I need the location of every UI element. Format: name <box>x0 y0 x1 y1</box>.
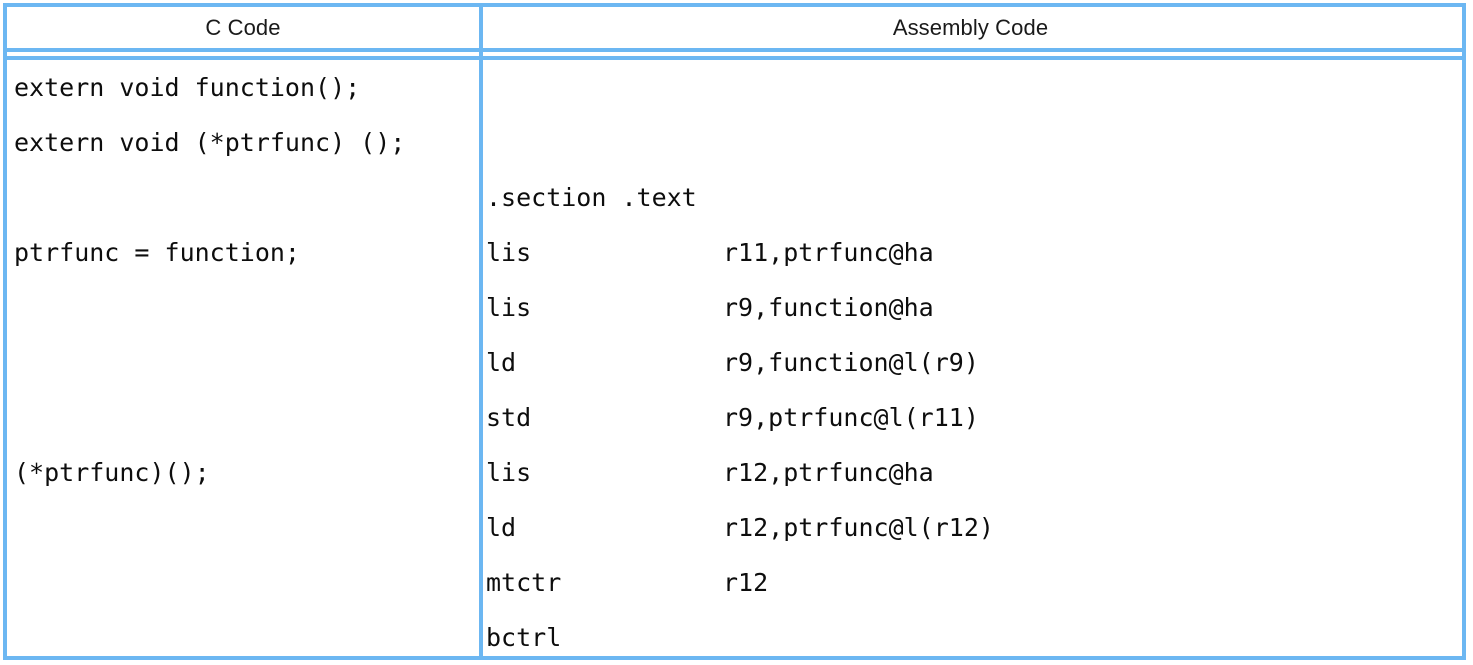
assembly-operand: r12 <box>723 568 769 597</box>
c-code-blank-line <box>14 170 479 225</box>
assembly-operand: r9,function@ha <box>723 293 934 322</box>
assembly-mnemonic: ld <box>486 348 517 377</box>
c-code-blank-line <box>14 610 479 656</box>
assembly-line: lis r11,ptrfunc@ha <box>486 225 1462 280</box>
assembly-mnemonic: ld <box>486 513 517 542</box>
assembly-line: bctrl <box>486 610 1462 656</box>
assembly-blank-line <box>486 115 1462 170</box>
assembly-mnemonic: lis <box>486 458 532 487</box>
c-code-blank-line <box>14 335 479 390</box>
assembly-blank-line <box>486 60 1462 115</box>
assembly-line: std r9,ptrfunc@l(r11) <box>486 390 1462 445</box>
c-code-blank-line <box>14 555 479 610</box>
assembly-line: ld r12,ptrfunc@l(r12) <box>486 500 1462 555</box>
assembly-mnemonic <box>486 115 723 170</box>
header-rule-lower <box>7 56 1462 60</box>
assembly-operand: r12,ptrfunc@l(r12) <box>723 513 994 542</box>
table-body: extern void function(); extern void (*ptr… <box>7 60 1462 656</box>
assembly-mnemonic <box>486 60 723 115</box>
assembly-mnemonic: lis <box>486 293 532 322</box>
column-divider <box>479 7 483 656</box>
assembly-operand: r9,function@l(r9) <box>723 348 979 377</box>
assembly-directive: .section .text <box>486 183 697 212</box>
c-code-column: extern void function(); extern void (*ptr… <box>7 60 479 656</box>
c-code-line: extern void (*ptrfunc) (); <box>14 128 406 157</box>
c-code-blank-line <box>14 390 479 445</box>
assembly-line: lis r12,ptrfunc@ha <box>486 445 1462 500</box>
code-comparison-table: C Code Assembly Code extern void functio… <box>3 3 1466 660</box>
c-code-line: (*ptrfunc)(); <box>14 458 210 487</box>
column-header-c-code: C Code <box>205 14 281 40</box>
c-code-line: extern void function(); <box>14 73 361 102</box>
assembly-mnemonic: mtctr <box>486 568 562 597</box>
column-header-assembly-code: Assembly Code <box>892 14 1049 40</box>
assembly-code-column: .section .text lis r11,ptrfunc@ha lis r9,fun… <box>479 60 1462 656</box>
assembly-line: mtctr r12 <box>486 555 1462 610</box>
assembly-mnemonic: lis <box>486 238 532 267</box>
c-code-blank-line <box>14 500 479 555</box>
assembly-line: ld r9,function@l(r9) <box>486 335 1462 390</box>
assembly-line: .section .text <box>486 170 1462 225</box>
header-rule-upper <box>7 48 1462 52</box>
assembly-operand: r9,ptrfunc@l(r11) <box>723 403 979 432</box>
c-code-blank-line <box>14 280 479 335</box>
assembly-mnemonic: std <box>486 403 532 432</box>
table-header-row: C Code Assembly Code <box>7 7 1462 48</box>
assembly-line: lis r9,function@ha <box>486 280 1462 335</box>
c-code-line: ptrfunc = function; <box>14 238 300 267</box>
assembly-operand: r12,ptrfunc@ha <box>723 458 934 487</box>
assembly-mnemonic: bctrl <box>486 623 562 652</box>
assembly-operand: r11,ptrfunc@ha <box>723 238 934 267</box>
